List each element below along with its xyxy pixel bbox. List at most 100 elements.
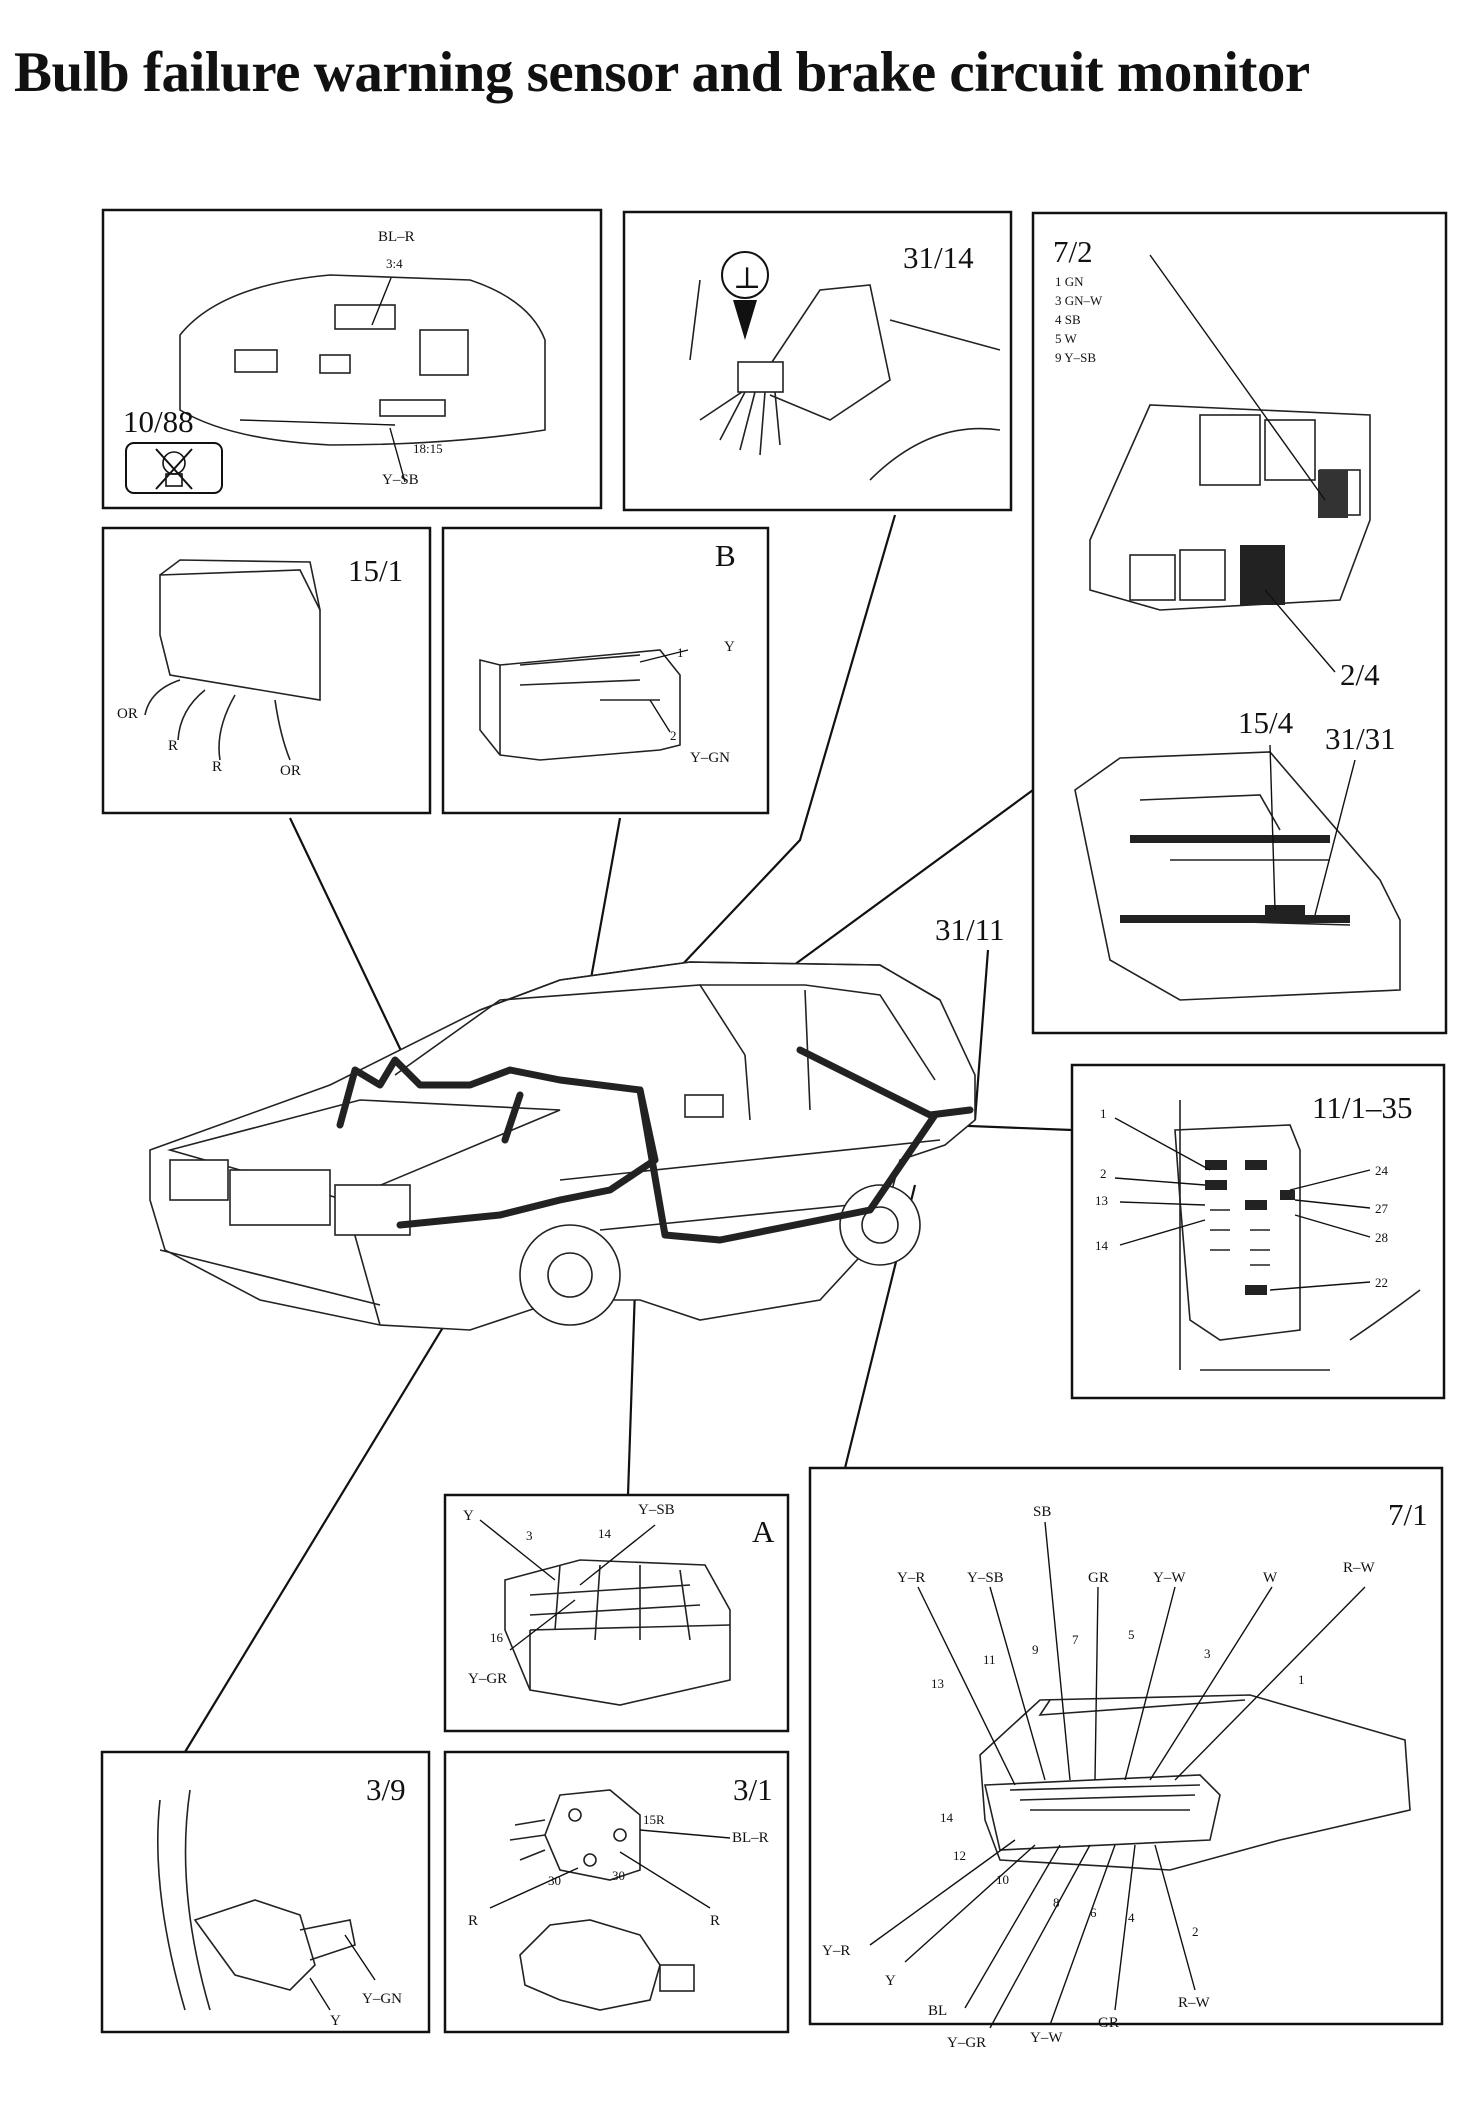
top-pin-11: 11 xyxy=(983,1652,996,1667)
top-pin-7: 7 xyxy=(1072,1632,1079,1647)
top-pin-1: 1 xyxy=(1298,1672,1305,1687)
side-mirror xyxy=(684,1094,724,1118)
panel-title-31-14: 31/14 xyxy=(903,240,974,275)
panel-title-11-1-35: 11/1–35 xyxy=(1312,1090,1412,1125)
panel-15-1: 15/1 OR R R OR xyxy=(101,526,432,815)
wire-y-gn: Y–GN xyxy=(690,750,730,766)
label-bl-r: BL–R xyxy=(378,229,415,245)
grille xyxy=(229,1169,331,1226)
leader-15-1 xyxy=(289,817,416,1081)
ground-terminal xyxy=(737,361,784,393)
rear-wheel xyxy=(839,1184,921,1266)
label-31-11: 31/11 xyxy=(935,912,1004,947)
bot-wire-gr: GR xyxy=(1098,2015,1119,2031)
legend-4: 5 W xyxy=(1055,331,1078,346)
pin-30-b: 30 xyxy=(612,1868,625,1883)
panel-title-3-9: 3/9 xyxy=(366,1772,406,1807)
wire-y: Y xyxy=(330,2013,341,2029)
pin-1: 1 xyxy=(677,645,684,660)
label-pin-3-4: 3:4 xyxy=(386,256,403,271)
connector-b-drawing xyxy=(479,649,681,761)
wire-y-gn: Y–GN xyxy=(362,1991,402,2007)
top-wire-sb: SB xyxy=(1033,1504,1051,1520)
module-connector xyxy=(984,1774,1221,1851)
bot-pin-2: 2 xyxy=(1192,1924,1199,1939)
ignition-key-icon xyxy=(659,1964,695,1992)
label-31-31: 31/31 xyxy=(1325,721,1396,756)
panel-10-88: BL–R 3:4 18:15 Y–SB 10/88 xyxy=(101,208,603,510)
panel-3-1: 3/1 15R BL–R 30 30 R R xyxy=(443,1750,790,2034)
pin-30-a: 30 xyxy=(548,1873,561,1888)
fuse-num-27: 27 xyxy=(1375,1201,1389,1216)
bot-pin-4: 4 xyxy=(1128,1910,1135,1925)
bot-wire-y-w: Y–W xyxy=(1030,2030,1063,2046)
fuse-num-28: 28 xyxy=(1375,1230,1388,1245)
panel-31-14: ⊥ 31/14 xyxy=(622,210,1013,512)
pin-16: 16 xyxy=(490,1630,504,1645)
bot-wire-bl: BL xyxy=(928,2003,947,2019)
legend-3: 4 SB xyxy=(1055,312,1081,327)
fuse-box-drawing xyxy=(1074,751,1401,1001)
bot-wire-y-r: Y–R xyxy=(822,1943,850,1959)
ignition-lock-drawing xyxy=(519,1919,661,2011)
wire-r-1: R xyxy=(468,1913,478,1929)
top-wire-y-w: Y–W xyxy=(1153,1570,1186,1586)
wire-or-2: OR xyxy=(280,763,301,779)
ground-pointer-icon xyxy=(733,300,757,340)
label-pin-18-15: 18:15 xyxy=(413,441,443,456)
panel-title-A: A xyxy=(752,1514,775,1549)
top-pin-5: 5 xyxy=(1128,1627,1135,1642)
panel-title-B: B xyxy=(715,538,736,573)
instrument-cluster-drawing xyxy=(179,274,546,446)
pin-2: 2 xyxy=(670,728,677,743)
wire-r-2: R xyxy=(212,759,222,775)
fuse-15-4-dark xyxy=(1265,905,1305,921)
car-illustration xyxy=(149,961,976,1331)
panel-11-1-35: 11/1–35 1 2 13 14 24 27 28 22 xyxy=(1070,1063,1446,1400)
panel-B: B 1 Y 2 Y–GN xyxy=(441,526,770,815)
legend-5: 9 Y–SB xyxy=(1055,350,1096,365)
wire-r-1: R xyxy=(168,738,178,754)
pin-3: 3 xyxy=(526,1528,533,1543)
relay-box-drawing xyxy=(1089,404,1371,611)
bot-wire-y-gr: Y–GR xyxy=(947,2035,986,2051)
top-pin-3: 3 xyxy=(1204,1646,1211,1661)
top-pin-9: 9 xyxy=(1032,1642,1039,1657)
panel-title-10-88: 10/88 xyxy=(123,404,194,439)
pin-15r: 15R xyxy=(643,1812,665,1827)
wire-y-sb: Y–SB xyxy=(638,1502,675,1518)
front-wheel xyxy=(519,1224,621,1326)
top-wire-y-r: Y–R xyxy=(897,1570,925,1586)
wire-y: Y xyxy=(463,1508,474,1524)
no-bulb-symbol xyxy=(125,442,223,494)
panel-A: A Y 3 Y–SB 14 16 Y–GR xyxy=(443,1493,790,1733)
label-15-4: 15/4 xyxy=(1238,705,1294,740)
panel-title-7-2: 7/2 xyxy=(1053,234,1093,269)
pin-14: 14 xyxy=(598,1526,612,1541)
legend-1: 1 GN xyxy=(1055,274,1084,289)
leader-31-11 xyxy=(973,949,990,1121)
wire-r-2: R xyxy=(710,1913,720,1929)
bot-pin-8: 8 xyxy=(1053,1895,1060,1910)
bot-pin-14: 14 xyxy=(940,1810,954,1825)
relay-7-2-dark xyxy=(1318,470,1348,518)
fuse-num-22: 22 xyxy=(1375,1275,1388,1290)
bot-pin-10: 10 xyxy=(996,1872,1009,1887)
fuse-row-1 xyxy=(1130,835,1330,843)
legend-2: 3 GN–W xyxy=(1055,293,1103,308)
bot-wire-y: Y xyxy=(885,1973,896,1989)
top-wire-gr: GR xyxy=(1088,1570,1109,1586)
panel-title-7-1: 7/1 xyxy=(1388,1497,1428,1532)
wire-y-gr: Y–GR xyxy=(468,1671,507,1687)
panel-7-2: 7/2 1 GN 3 GN–W 4 SB 5 W 9 Y–SB 2/4 15/4… xyxy=(1031,211,1448,1035)
label-y-sb: Y–SB xyxy=(382,472,419,488)
bot-wire-r-w: R–W xyxy=(1178,1995,1211,2011)
top-wire-y-sb: Y–SB xyxy=(967,1570,1004,1586)
fuse-num-2: 2 xyxy=(1100,1166,1107,1181)
wire-bl-r: BL–R xyxy=(732,1830,769,1846)
wire-y: Y xyxy=(724,639,735,655)
ground-symbol-glyph: ⊥ xyxy=(733,262,761,295)
panel-title-3-1: 3/1 xyxy=(733,1772,773,1807)
fuse-num-13: 13 xyxy=(1095,1193,1108,1208)
